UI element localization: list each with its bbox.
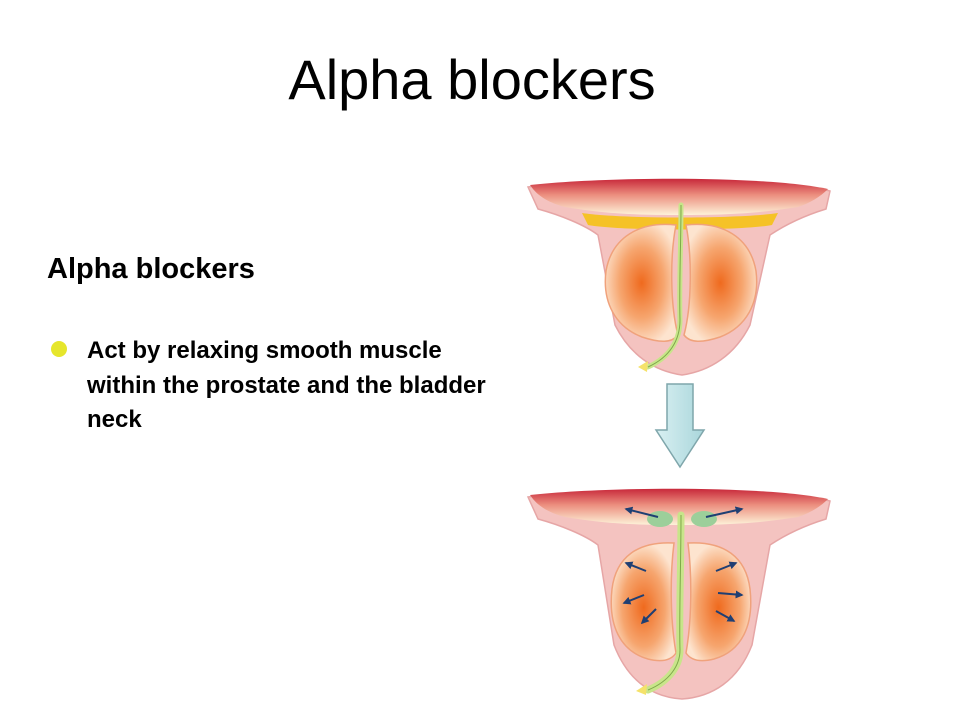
bullet-item: Act by relaxing smooth muscle within the… xyxy=(48,334,498,438)
left-prostate-lobe xyxy=(604,223,679,342)
urine-flow-arrow-icon xyxy=(636,684,647,695)
prostate-diagram xyxy=(520,175,840,705)
bladder-wall-shape xyxy=(530,488,828,525)
section-heading: Alpha blockers xyxy=(47,253,255,285)
bullet-list: Act by relaxing smooth muscle within the… xyxy=(48,334,498,438)
bladder-wall-shape xyxy=(530,178,828,215)
bullet-dot-icon xyxy=(51,341,67,357)
down-arrow-icon xyxy=(654,383,706,469)
slide-title: Alpha blockers xyxy=(288,48,656,111)
right-prostate-lobe xyxy=(685,542,752,662)
relaxation-arrows-icon xyxy=(622,506,744,625)
bladder-neck-nodule-right xyxy=(691,511,717,527)
right-prostate-lobe xyxy=(683,223,758,342)
bullet-text: Act by relaxing smooth muscle within the… xyxy=(87,337,486,433)
bladder-neck-nodule-left xyxy=(647,511,673,527)
left-prostate-lobe xyxy=(610,542,677,662)
urine-flow-arrow-icon xyxy=(638,361,648,372)
prostate-before-panel xyxy=(526,178,831,376)
prostate-after-panel xyxy=(526,488,831,700)
